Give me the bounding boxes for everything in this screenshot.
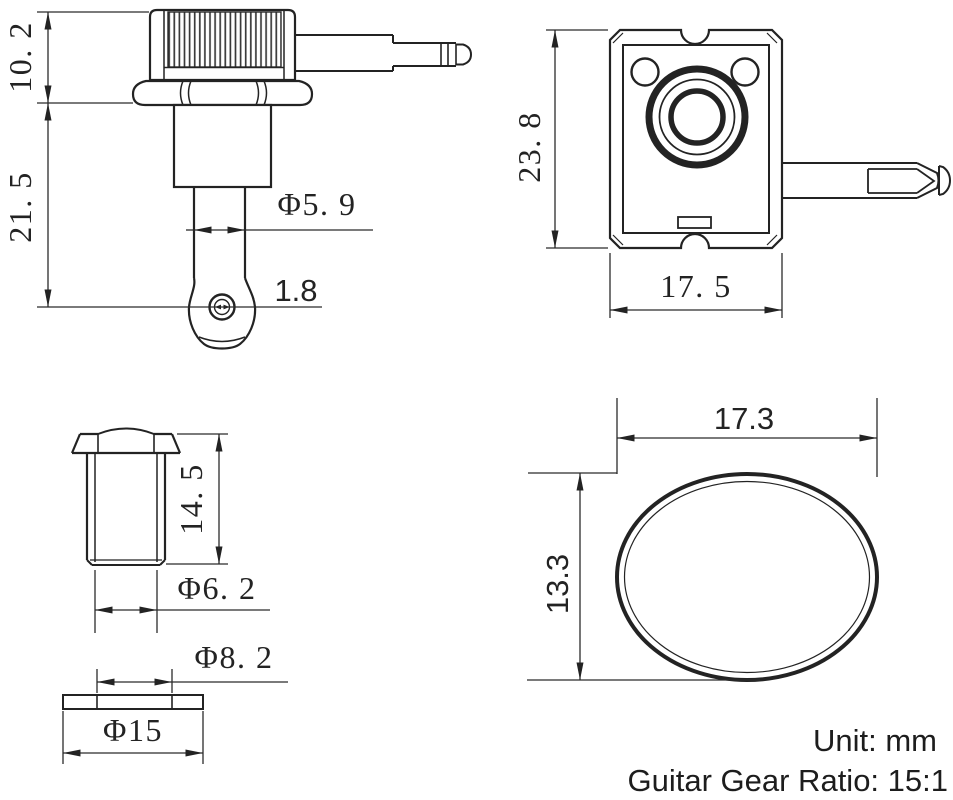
dimension-bushing-height: 14. 5 [166, 433, 228, 565]
dim-label-washer-hole: Φ8. 2 [195, 639, 274, 675]
housing-slot [677, 216, 712, 229]
dim-label-string-hole: 1.8 [274, 273, 317, 308]
dimension-plate-width: 17. 5 [609, 253, 783, 318]
unit-note: Unit: mm [813, 723, 937, 758]
tuner-body-cylinder [172, 103, 273, 189]
tuner-button-knurled [148, 8, 297, 82]
dim-label-lower-length: 21. 5 [2, 171, 38, 243]
dimension-lower-length: 21. 5 [2, 103, 322, 308]
drawing-notes: Unit: mm Guitar Gear Ratio: 15:1 [628, 723, 949, 798]
view-bushing: 14. 5 Φ6. 2 [70, 427, 270, 633]
worm-shaft-side [295, 34, 473, 72]
worm-shaft-end [783, 162, 952, 199]
dim-label-plate-height: 23. 8 [511, 111, 547, 183]
view-housing-back: 23. 8 17. 5 [511, 28, 952, 318]
view-washer: Φ8. 2 Φ15 [62, 639, 288, 764]
dim-label-button-height: 10. 2 [2, 21, 38, 93]
tuner-flange [131, 79, 314, 107]
button-outline [615, 472, 879, 682]
button-bevel-line [623, 480, 871, 674]
housing-plate [608, 28, 784, 250]
washer-side-profile [62, 694, 204, 710]
bushing-threaded-barrel [85, 453, 167, 566]
dimension-bushing-bore: Φ6. 2 [94, 570, 270, 633]
knurl-texture [167, 11, 282, 68]
view-button-face: 17.3 13.3 [527, 398, 879, 682]
bushing-hex-head [70, 427, 182, 455]
housing-inner-face [622, 44, 770, 234]
dim-label-washer-outer: Φ15 [103, 712, 163, 748]
post-boss-outer-ring [645, 65, 749, 169]
dimension-washer-outer: Φ15 [62, 711, 204, 764]
dim-label-button-height-face: 13.3 [540, 554, 575, 614]
post-boss-middle-ring [658, 78, 736, 156]
dimension-washer-hole: Φ8. 2 [96, 639, 288, 693]
dimension-string-hole: 1.8 [215, 273, 318, 310]
dim-label-post-diameter: Φ5. 9 [278, 186, 357, 222]
dimension-plate-height: 23. 8 [511, 29, 608, 249]
dim-label-bushing-bore: Φ6. 2 [178, 570, 257, 606]
dimension-button-height-face: 13.3 [527, 472, 760, 681]
gear-ratio-note: Guitar Gear Ratio: 15:1 [628, 763, 949, 798]
dimension-post-diameter: Φ5. 9 [186, 186, 373, 234]
dimension-button-width: 17.3 [616, 398, 878, 477]
post-boss-bore [668, 88, 726, 146]
dim-label-plate-width: 17. 5 [660, 268, 732, 304]
dim-label-button-width: 17.3 [714, 401, 774, 436]
screw-hole-right [730, 57, 760, 87]
string-post [187, 187, 257, 350]
dimension-button-height: 10. 2 [2, 11, 149, 104]
dim-label-bushing-height: 14. 5 [173, 463, 209, 535]
view-tuner-side: 10. 2 21. 5 Φ5. 9 1.8 [2, 8, 473, 350]
screw-hole-left [630, 57, 660, 87]
